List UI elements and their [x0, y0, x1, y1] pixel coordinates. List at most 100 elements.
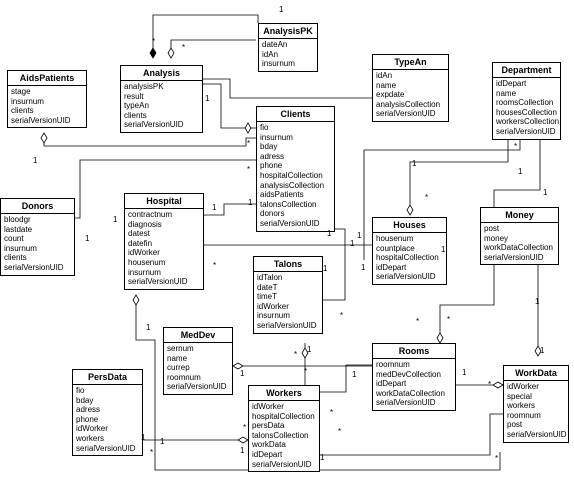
- multiplicity-label: 1: [141, 433, 146, 442]
- attribute: serialVersionUID: [507, 429, 567, 439]
- attribute: adress: [76, 405, 101, 415]
- attribute: datest: [128, 229, 150, 239]
- multiplicity-label: 1: [350, 239, 355, 248]
- class-name-persdata: PersData: [73, 370, 142, 385]
- attribute: idWorker: [257, 301, 289, 311]
- multiplicity-label: 1: [146, 323, 151, 332]
- attribute: housenum: [128, 257, 166, 267]
- multiplicity-label: *: [495, 454, 499, 463]
- multiplicity-label: *: [294, 350, 298, 359]
- multiplicity-label: 1: [33, 156, 38, 165]
- class-name-meddev: MedDev: [164, 328, 232, 343]
- aggregation-diamond-3: [40, 132, 48, 144]
- attribute: serialVersionUID: [124, 120, 184, 130]
- attribute: idWorker: [507, 382, 539, 391]
- attribute: analysisCollection: [260, 180, 325, 190]
- attribute: count: [4, 234, 24, 244]
- attribute: workDataCollection: [376, 388, 445, 398]
- attribute: insurnum: [262, 59, 295, 69]
- attribute: currep: [167, 363, 190, 373]
- class-name-talons: Talons: [254, 257, 322, 272]
- aggregation-diamond-6: [406, 204, 414, 216]
- attribute: name: [496, 88, 517, 98]
- multiplicity-label: *: [304, 367, 308, 376]
- multiplicity-label: *: [514, 142, 518, 151]
- attribute: idDepart: [376, 379, 407, 389]
- multiplicity-label: *: [330, 408, 334, 417]
- attribute: phone: [76, 414, 99, 424]
- multiplicity-label: 1: [518, 167, 523, 176]
- multiplicity-label: 1: [307, 345, 312, 354]
- multiplicity-label: 1: [320, 453, 325, 462]
- multiplicity-label: 1: [412, 159, 417, 168]
- link-analysis-analysispk: [152, 14, 259, 58]
- attribute: typeAn: [124, 101, 149, 111]
- attribute: hospitalCollection: [376, 253, 439, 263]
- attribute: analysisPK: [124, 82, 164, 91]
- composition-diamond: [149, 47, 157, 59]
- aggregation-diamond-7: [436, 332, 444, 344]
- attribute: housesCollection: [496, 107, 557, 117]
- aggregation-diamond-11: [492, 381, 504, 389]
- attribute: idTalon: [257, 273, 283, 282]
- attribute: countplace: [376, 243, 415, 253]
- multiplicity-label: *: [488, 380, 492, 389]
- attribute: bday: [76, 395, 94, 405]
- multiplicity-label: 1: [352, 370, 357, 379]
- class-name-aidspatients: AidsPatients: [8, 71, 86, 86]
- class-name-money: Money: [481, 208, 558, 223]
- attribute: workers: [507, 401, 536, 411]
- attribute: idWorker: [76, 424, 108, 434]
- attribute: name: [167, 353, 188, 363]
- class-name-department: Department: [493, 63, 560, 78]
- attribute: diagnosis: [128, 219, 162, 229]
- attribute: serialVersionUID: [4, 262, 64, 272]
- attribute: workersCollection: [496, 117, 560, 127]
- attribute: idDepart: [496, 79, 527, 88]
- aggregation-diamond-12: [237, 436, 249, 444]
- attribute: roomnum: [376, 360, 410, 369]
- multiplicity-label: 1: [357, 231, 362, 240]
- multiplicity-label: 1: [160, 437, 165, 446]
- multiplicity-label: *: [213, 261, 217, 270]
- aggregation-diamond-13: [132, 294, 140, 306]
- multiplicity-label: 1: [535, 297, 540, 306]
- attribute: name: [376, 80, 397, 90]
- multiplicity-label: 1: [248, 198, 253, 207]
- attribute: medDevCollection: [376, 369, 441, 379]
- multiplicity-label: 1: [240, 446, 245, 455]
- attribute: post: [484, 224, 500, 233]
- attribute: workers: [76, 433, 105, 443]
- multiplicity-label: *: [338, 427, 342, 436]
- multiplicity-label: 1: [85, 234, 90, 243]
- attribute: serialVersionUID: [167, 382, 227, 392]
- aggregation-diamond-4: [244, 122, 252, 134]
- multiplicity-label: *: [247, 139, 251, 148]
- attribute: roomnum: [167, 372, 201, 382]
- attribute: dateAn: [262, 40, 288, 49]
- attribute: analysisCollection: [376, 99, 441, 109]
- attribute: insurnum: [257, 311, 290, 321]
- multiplicity-label: 1: [212, 203, 217, 212]
- attribute: serialVersionUID: [128, 277, 188, 287]
- class-name-analysispk: AnalysisPK: [259, 24, 317, 39]
